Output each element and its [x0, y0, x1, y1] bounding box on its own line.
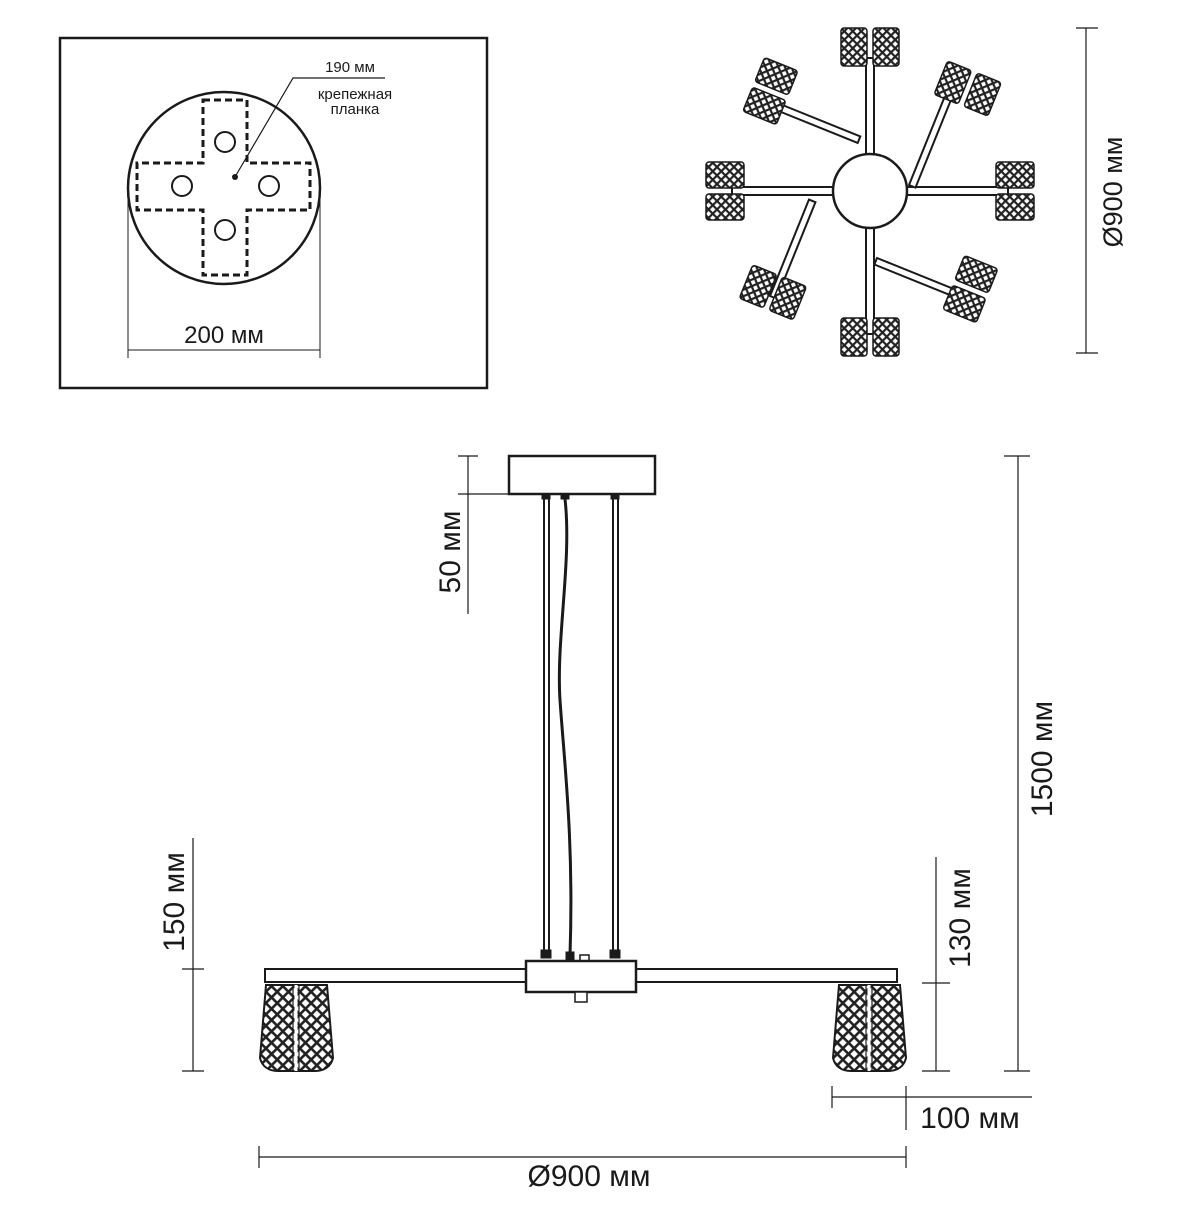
- mounting-cross-outline: [135, 98, 312, 277]
- shades-top: [840, 27, 900, 67]
- canopy: [507, 454, 657, 496]
- detail-frame: [58, 36, 489, 390]
- screw-hole-top: [214, 131, 236, 153]
- screw-hole-left: [171, 175, 193, 197]
- arm-diag-c: [768, 198, 817, 300]
- screw-hole-right: [258, 175, 280, 197]
- shade-left-b: [295, 984, 335, 1072]
- dim-150-label: 150 мм: [158, 852, 191, 952]
- canopy-circle: [126, 90, 322, 286]
- dim-190-label: 190 мм: [325, 59, 375, 76]
- dim-100-label: 100 мм: [920, 1102, 1020, 1135]
- mounting-plate-detail: 190 мм крепежная планка 200 мм: [58, 36, 489, 390]
- shades-upper-left: [742, 57, 798, 125]
- power-cable: [557, 498, 573, 956]
- shades-left: [705, 161, 745, 221]
- dim-130-label: 130 мм: [944, 868, 977, 968]
- dim-50-label: 50 мм: [434, 511, 467, 594]
- top-dim-label: Ø900 мм: [1098, 137, 1128, 248]
- shade-right-a: [831, 984, 870, 1072]
- shades-right: [995, 161, 1035, 221]
- dim-200-label: 200 мм: [184, 322, 264, 349]
- dim-1500-label: 1500 мм: [1026, 701, 1059, 817]
- plate-label-line2: планка: [331, 101, 380, 118]
- dim-900-label: Ø900 мм: [528, 1160, 651, 1193]
- shade-right-b: [868, 984, 908, 1072]
- shades-bottom: [840, 317, 900, 357]
- arm-diag-a: [771, 100, 862, 145]
- shades-lower-right: [942, 255, 998, 323]
- plate-label-line1: крепежная: [318, 86, 392, 103]
- shade-left-a: [258, 984, 297, 1072]
- central-body: [524, 959, 638, 994]
- screw-hole-bottom: [214, 219, 236, 241]
- arm-diag-b: [907, 90, 955, 189]
- top-view: [705, 27, 1098, 357]
- side-view: [182, 454, 1032, 1168]
- shades-lower-left: [739, 264, 807, 320]
- plate-leader-line: [234, 77, 385, 178]
- shades-upper-right: [934, 61, 1002, 116]
- top-hub: [831, 152, 909, 230]
